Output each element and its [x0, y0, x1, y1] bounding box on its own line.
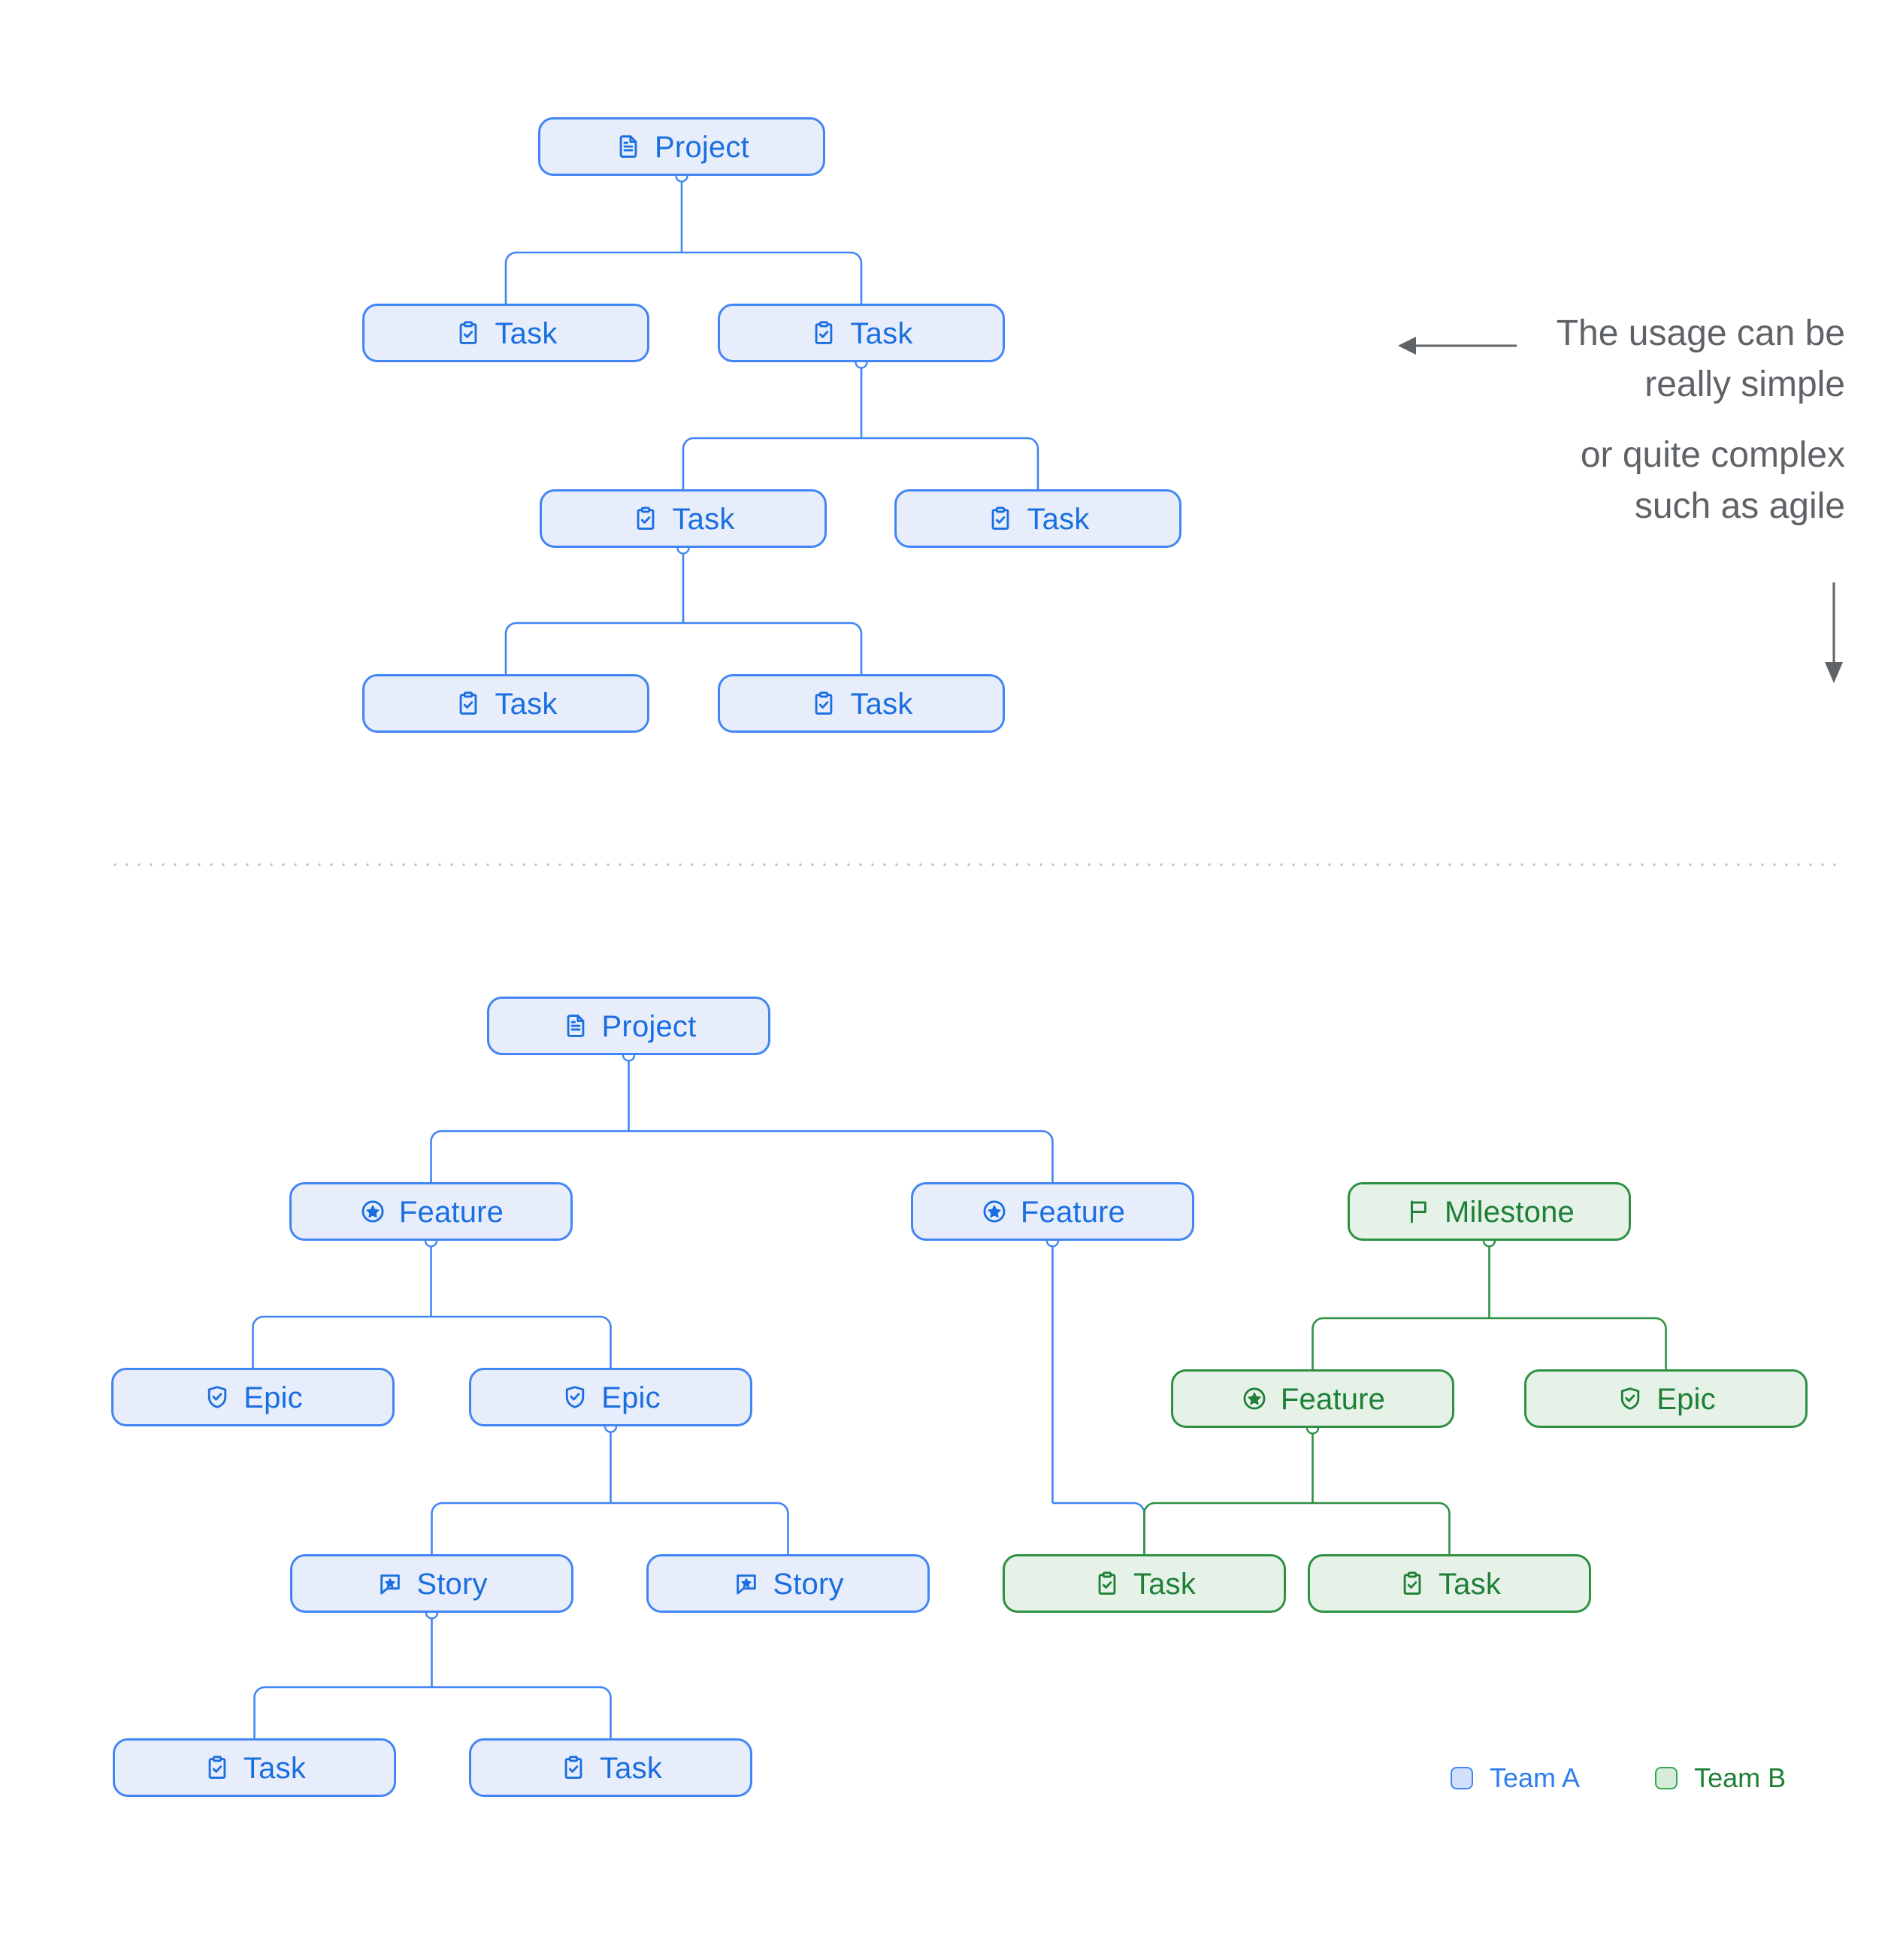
node-project[interactable]: Project [487, 997, 770, 1055]
node-feature[interactable]: Feature [289, 1182, 573, 1241]
node-label: Milestone [1445, 1196, 1575, 1229]
task-icon [809, 319, 838, 347]
node-label: Story [416, 1568, 488, 1601]
node-label: Feature [398, 1196, 504, 1229]
connector [1312, 1502, 1451, 1554]
annotation-line-3: or quite complex [1580, 435, 1845, 476]
connector [610, 1502, 789, 1554]
task-icon [986, 504, 1015, 533]
node-label: Task [1438, 1568, 1502, 1601]
task-icon [454, 689, 483, 718]
task-icon [1093, 1569, 1121, 1598]
task-icon [454, 319, 483, 347]
connector [628, 1130, 1054, 1182]
story-icon [732, 1569, 761, 1598]
node-label: Task [850, 688, 913, 721]
task-icon [559, 1753, 588, 1782]
feature-icon [980, 1197, 1009, 1226]
connector [504, 622, 683, 674]
node-task[interactable]: Task [1003, 1554, 1286, 1613]
legend-item-team-a[interactable]: Team A [1451, 1762, 1580, 1794]
node-task[interactable]: Task [113, 1738, 396, 1797]
task-icon [631, 504, 660, 533]
arrow-left-icon [1398, 337, 1517, 355]
annotation-block: The usage can be really simple or quite … [1394, 308, 1845, 533]
node-label: Epic [244, 1381, 303, 1414]
node-task[interactable]: Task [894, 489, 1181, 548]
connector [683, 622, 863, 674]
node-feature[interactable]: Feature [911, 1182, 1194, 1241]
connector [431, 1315, 612, 1368]
document-icon [561, 1012, 590, 1040]
connector [504, 251, 682, 304]
arrow-down-icon [1825, 582, 1843, 683]
node-label: Task [599, 1752, 663, 1785]
legend: Team A Team B [1451, 1762, 1786, 1794]
node-task[interactable]: Task [1308, 1554, 1591, 1613]
connector [1143, 1502, 1313, 1554]
connector [682, 437, 861, 489]
connector [1489, 1317, 1667, 1369]
connector [252, 1315, 431, 1368]
node-label: Task [1133, 1568, 1197, 1601]
connector [431, 1686, 612, 1738]
node-label: Feature [1280, 1383, 1386, 1416]
annotation-line-1: The usage can be [1556, 313, 1845, 353]
epic-icon [561, 1383, 589, 1411]
node-task[interactable]: Task [718, 674, 1005, 733]
feature-icon [359, 1197, 387, 1226]
node-label: Task [495, 688, 558, 721]
annotation-line-4: such as agile [1634, 486, 1845, 527]
section-divider [109, 863, 1845, 867]
node-epic[interactable]: Epic [469, 1368, 752, 1426]
connector [430, 1130, 629, 1182]
node-label: Task [1027, 503, 1090, 536]
legend-item-team-b[interactable]: Team B [1655, 1762, 1786, 1794]
node-epic[interactable]: Epic [1524, 1369, 1808, 1428]
connector [682, 251, 863, 304]
node-feature[interactable]: Feature [1171, 1369, 1454, 1428]
epic-icon [203, 1383, 231, 1411]
connector [861, 437, 1039, 489]
node-label: Task [243, 1752, 307, 1785]
connector [253, 1686, 432, 1738]
connector [1312, 1317, 1490, 1369]
epic-icon [1616, 1384, 1644, 1413]
node-label: Task [495, 317, 558, 350]
node-story[interactable]: Story [290, 1554, 573, 1613]
task-icon [203, 1753, 231, 1782]
node-task[interactable]: Task [540, 489, 827, 548]
node-task[interactable]: Task [718, 304, 1005, 362]
node-task[interactable]: Task [362, 674, 649, 733]
feature-icon [1240, 1384, 1269, 1413]
annotation-line-2: really simple [1644, 364, 1845, 405]
connector [431, 1502, 611, 1554]
node-project[interactable]: Project [538, 117, 825, 176]
document-icon [614, 132, 643, 161]
task-icon [809, 689, 838, 718]
legend-swatch-icon [1451, 1767, 1473, 1789]
node-epic[interactable]: Epic [111, 1368, 395, 1426]
node-label: Project [655, 131, 749, 164]
node-milestone[interactable]: Milestone [1348, 1182, 1631, 1241]
story-icon [376, 1569, 404, 1598]
node-label: Epic [601, 1381, 661, 1414]
legend-label: Team A [1490, 1762, 1581, 1793]
node-task[interactable]: Task [469, 1738, 752, 1797]
node-label: Task [850, 317, 913, 350]
legend-label: Team B [1694, 1762, 1787, 1793]
node-task[interactable]: Task [362, 304, 649, 362]
node-label: Project [601, 1010, 697, 1043]
node-label: Task [672, 503, 735, 536]
milestone-icon [1404, 1197, 1433, 1226]
connector [1052, 1502, 1145, 1554]
node-story[interactable]: Story [646, 1554, 930, 1613]
legend-swatch-icon [1655, 1767, 1678, 1789]
node-label: Epic [1656, 1383, 1716, 1416]
node-label: Feature [1020, 1196, 1126, 1229]
node-label: Story [773, 1568, 844, 1601]
task-icon [1398, 1569, 1426, 1598]
